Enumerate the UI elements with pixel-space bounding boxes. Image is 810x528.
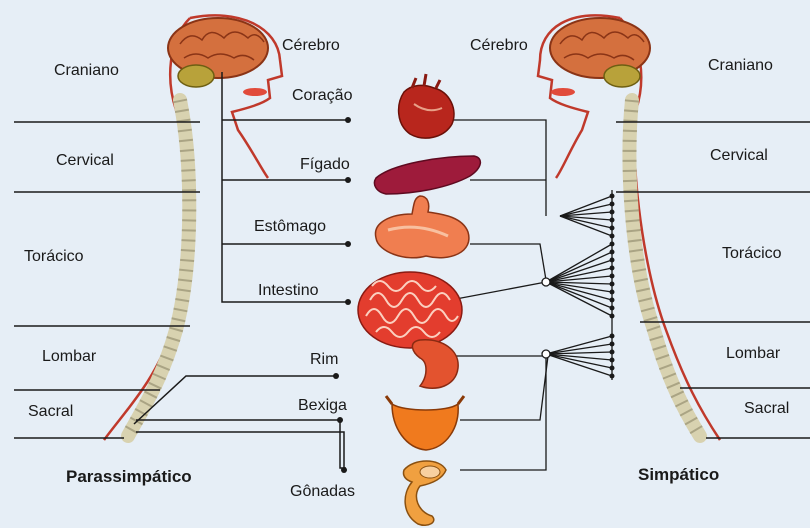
organ-label-stomach: Estômago (254, 219, 326, 235)
left-back-outline (104, 18, 190, 440)
organ-label-gonads: Gônadas (290, 484, 355, 500)
bladder-organ (386, 396, 464, 450)
gonads-organ (403, 461, 446, 525)
left-mouth (243, 88, 267, 96)
left-region-toracico: Torácico (24, 249, 84, 265)
parasympathetic-title: Parassimpático (66, 468, 192, 485)
left-region-craniano: Craniano (54, 63, 119, 79)
right-brain-label: Cérebro (470, 38, 528, 54)
sympathetic-title: Simpático (638, 466, 719, 483)
right-body-figure (538, 15, 720, 440)
right-cerebellum (604, 65, 640, 87)
heart-organ (399, 74, 454, 138)
right-region-toracico: Torácico (722, 246, 782, 262)
right-region-sacral: Sacral (744, 401, 789, 417)
right-mouth (551, 88, 575, 96)
kidney-organ (412, 340, 458, 388)
left-region-sacral: Sacral (28, 404, 73, 420)
left-region-lombar: Lombar (42, 349, 96, 365)
organ-label-heart: Coração (292, 88, 352, 104)
left-brain-label: Cérebro (282, 38, 340, 54)
right-region-cervical: Cervical (710, 148, 768, 164)
sympathetic-prevertebral-ganglia (542, 278, 550, 358)
sympathetic-ganglia (610, 194, 615, 379)
left-region-cervical: Cervical (56, 153, 114, 169)
intestine-organ (358, 272, 462, 348)
left-cerebellum (178, 65, 214, 87)
organ-label-liver: Fígado (300, 157, 350, 173)
stomach-organ (375, 196, 468, 258)
organ-label-bladder: Bexiga (298, 398, 347, 414)
organ-label-kidney: Rim (310, 352, 338, 368)
organ-label-intestine: Intestino (258, 283, 318, 299)
right-region-craniano: Craniano (708, 58, 773, 74)
right-region-lombar: Lombar (726, 346, 780, 362)
liver-organ (374, 156, 480, 194)
